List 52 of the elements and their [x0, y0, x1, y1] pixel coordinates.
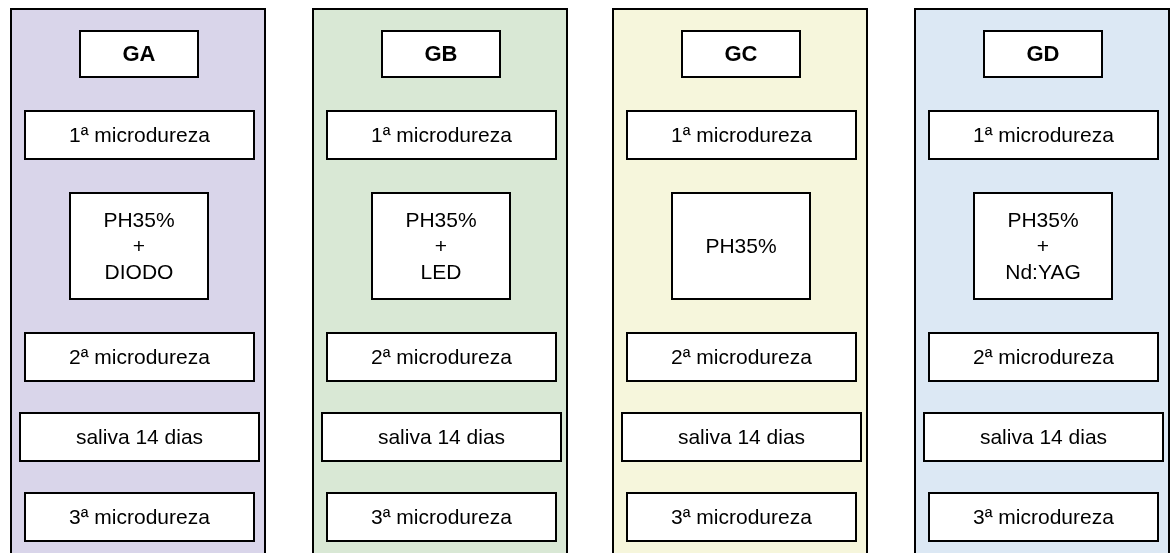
step-label: PH35% + LED [404, 206, 478, 286]
process-box [24, 492, 255, 542]
group-panel [914, 8, 1170, 553]
group-panel [10, 8, 266, 553]
step-label: 3ª microdureza [671, 503, 812, 530]
process-box [626, 110, 857, 160]
step-label: PH35% + DIODO [102, 206, 176, 286]
step-label: 2ª microdureza [973, 343, 1114, 370]
process-box [24, 110, 255, 160]
step-label: saliva 14 dias [979, 423, 1108, 450]
step-label: 1ª microdureza [973, 121, 1114, 148]
process-box [923, 412, 1164, 462]
group-header-box [983, 30, 1103, 78]
step-label: 2ª microdureza [371, 343, 512, 370]
step-label: 3ª microdureza [973, 503, 1114, 530]
process-box [321, 412, 562, 462]
step-label: 3ª microdureza [371, 503, 512, 530]
step-label: PH35% [704, 232, 778, 259]
process-box [326, 332, 557, 382]
group-label: GC [724, 40, 758, 68]
process-box [928, 492, 1159, 542]
process-box [928, 332, 1159, 382]
process-box [621, 412, 862, 462]
process-box [69, 192, 209, 300]
process-box [371, 192, 511, 300]
step-label: saliva 14 dias [677, 423, 806, 450]
step-label: 2ª microdureza [69, 343, 210, 370]
process-box [24, 332, 255, 382]
process-box [671, 192, 811, 300]
step-label: 1ª microdureza [69, 121, 210, 148]
process-box [626, 492, 857, 542]
step-label: saliva 14 dias [377, 423, 506, 450]
step-label: 2ª microdureza [671, 343, 812, 370]
process-box [626, 332, 857, 382]
step-label: 1ª microdureza [371, 121, 512, 148]
process-box [928, 110, 1159, 160]
step-label: 1ª microdureza [671, 121, 812, 148]
group-header-box [79, 30, 199, 78]
group-header-box [681, 30, 801, 78]
step-label: PH35% + Nd:YAG [1004, 206, 1082, 286]
group-label: GA [122, 40, 156, 68]
step-label: 3ª microdureza [69, 503, 210, 530]
process-box [326, 492, 557, 542]
group-panel [612, 8, 868, 553]
group-label: GD [1026, 40, 1060, 68]
group-panel [312, 8, 568, 553]
process-box [326, 110, 557, 160]
group-header-box [381, 30, 501, 78]
group-label: GB [424, 40, 458, 68]
process-box [19, 412, 260, 462]
process-box [973, 192, 1113, 300]
step-label: saliva 14 dias [75, 423, 204, 450]
